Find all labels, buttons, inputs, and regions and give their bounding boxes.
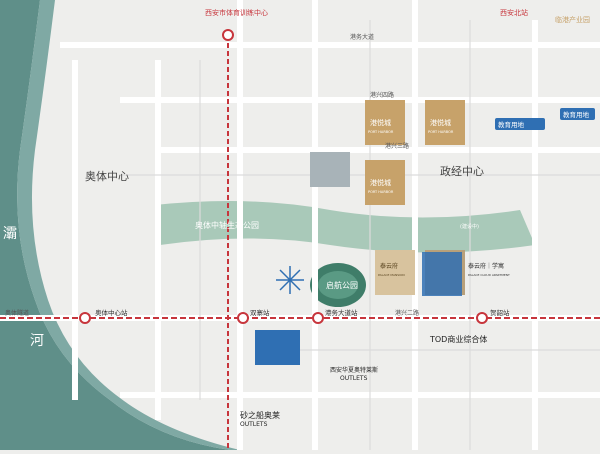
outlets-bottom-label: 砂之船奥莱 — [240, 410, 280, 420]
station-label-aoti: 奥体中心站 — [95, 308, 128, 317]
education-label-2: 教育用地 — [563, 110, 590, 119]
outlets-top: 西安华夏奥特莱斯 — [330, 366, 378, 374]
gang-harbor-2-block — [425, 100, 465, 145]
river-label-ba: 灞 — [3, 226, 17, 242]
river — [0, 0, 230, 450]
sign-2-label: 泰云府｜学寓 — [468, 262, 504, 270]
label-xian-station: 西安北站 — [500, 8, 528, 17]
road-label-gangxing3: 港兴三路 — [385, 142, 409, 150]
station-label-shuangzhai: 双寨站 — [250, 308, 270, 317]
axis-park — [155, 201, 535, 253]
station-shuangzhai — [237, 312, 249, 324]
education-label: 教育用地 — [498, 120, 525, 129]
svg-text:OUTLETS: OUTLETS — [340, 375, 368, 382]
station-label-gangwu: 港务大道站 — [325, 308, 358, 317]
metro-stations — [79, 29, 488, 324]
gang-harbor-2-label: 港悦城 — [430, 118, 451, 127]
gang-harbor-3-label: 港悦城 — [370, 178, 391, 187]
sign-2-en: PALACE CLOUD APARTMENT — [468, 273, 510, 277]
station-label-hegang: 贺韶站 — [490, 308, 510, 317]
river-label-he: 河 — [30, 333, 44, 349]
road-label-gangxing4: 港兴四路 — [370, 91, 394, 99]
gang-harbor-1-label: 港悦城 — [370, 118, 391, 127]
area-qihang-park: 启航公园 — [326, 280, 358, 290]
sign-1-label: 泰云府 — [380, 262, 398, 270]
station-north — [222, 29, 234, 41]
area-aoti-center: 奥体中心 — [85, 169, 129, 183]
gang-harbor-3-en: PORT HARBOR — [368, 190, 394, 194]
education-badge — [495, 118, 545, 130]
gang-harbor-1-en: PORT HARBOR — [368, 130, 394, 134]
gang-harbor-3-block — [365, 160, 405, 205]
tod-label: TOD商业综合体 — [429, 334, 487, 344]
station-gangwu — [312, 312, 324, 324]
road-label-top: 港务大道 — [350, 33, 374, 41]
road-label-aoti-tunnel: 奥体隧道 — [5, 309, 29, 317]
education-badge-2 — [560, 108, 595, 120]
area-axis-park-under: (建设中) — [460, 223, 479, 230]
tower-block — [310, 152, 350, 187]
area-axis-park: 奥体中轴生态公园 — [195, 220, 259, 230]
snowflake-icon — [276, 266, 304, 294]
school-block — [422, 252, 462, 296]
area-zhengjing-center: 政经中心 — [440, 164, 484, 178]
road-label-gangxing2: 港兴二路 — [395, 309, 419, 317]
title-sports-center: 西安市体育训练中心 — [205, 8, 268, 17]
admin-block — [255, 330, 300, 365]
label-logistic: 临港产业园 — [555, 15, 590, 24]
station-hegang — [476, 312, 488, 324]
station-aoti — [79, 312, 91, 324]
sign-1-en: PALACE MANSION — [378, 273, 405, 277]
gang-harbor-2-en: PORT HARBOR — [428, 130, 454, 134]
gang-harbor-1-block — [365, 100, 405, 145]
svg-text:OUTLETS: OUTLETS — [240, 421, 268, 428]
sign-1-block — [375, 250, 415, 295]
